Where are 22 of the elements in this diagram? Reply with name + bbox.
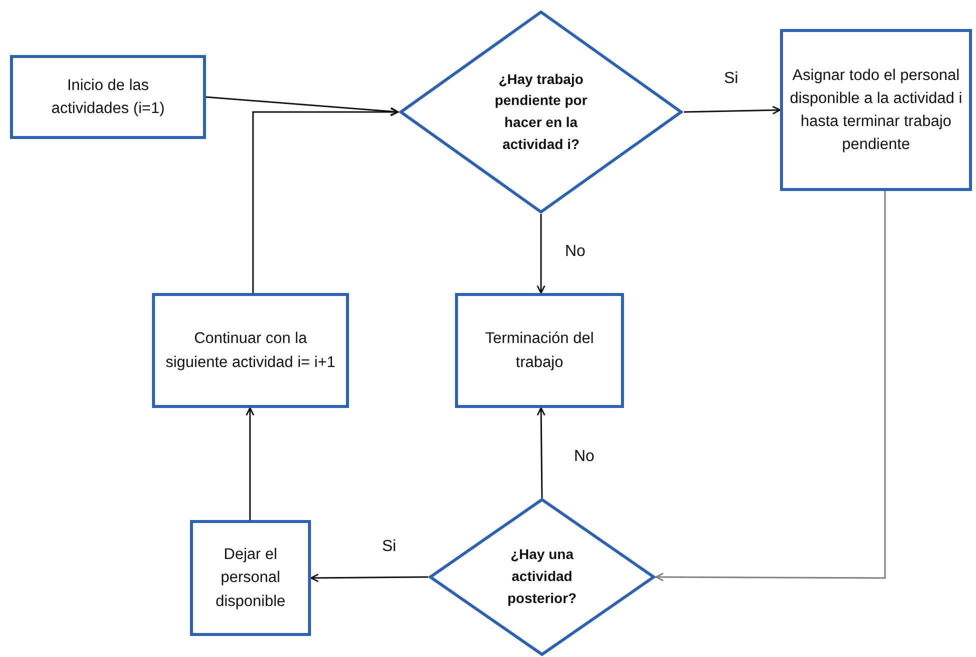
arrow xyxy=(684,106,781,114)
process-box xyxy=(455,293,624,408)
node-text: Inicio de las actividades (i=1) xyxy=(50,76,166,119)
process-box xyxy=(780,29,972,191)
node-text: Continuar con la siguiente actividad i= i+1 xyxy=(166,329,336,372)
process-box xyxy=(190,520,311,636)
arrow xyxy=(536,214,546,294)
arrow xyxy=(310,574,428,582)
decision-diamond xyxy=(428,498,656,656)
arrow xyxy=(206,96,399,116)
node-text: ¿Hay una actividad posterior? xyxy=(506,545,578,608)
arrow xyxy=(246,407,254,520)
node-text: Dejar el personal disponible xyxy=(214,545,286,612)
process-box xyxy=(152,293,349,408)
arrow xyxy=(536,407,546,498)
process-box xyxy=(10,55,206,139)
decision-diamond xyxy=(398,10,684,214)
arrow xyxy=(252,108,399,293)
arrow xyxy=(655,191,886,582)
node-text: Asignar todo el personal disponible a la actividad i hasta terminar trabajo pendiente xyxy=(788,66,964,156)
node-text: ¿Hay trabajo pendiente por hacer en la actividad i? xyxy=(494,70,588,154)
node-text: Terminación del trabajo xyxy=(484,329,595,372)
